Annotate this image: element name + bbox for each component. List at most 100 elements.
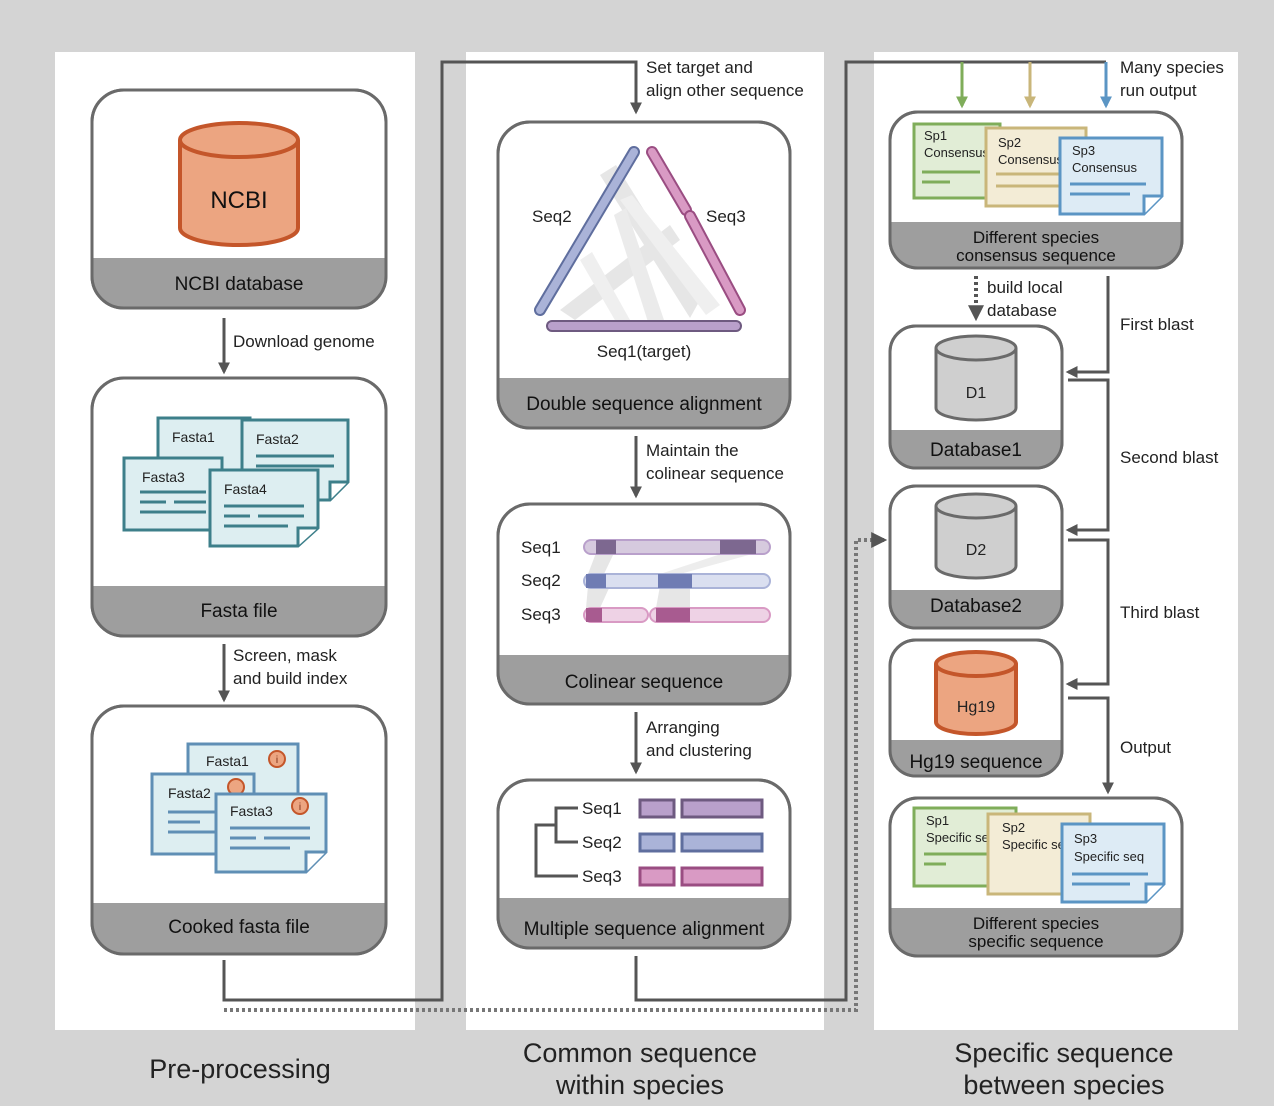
fasta-file-title: Fasta file (200, 601, 277, 622)
colinear-seq1-label: Seq1 (521, 538, 561, 557)
msa-seq1-block-b (680, 798, 764, 819)
double-alignment-title: Double sequence alignment (526, 394, 762, 415)
sp2-consensus-label: Consensus (998, 152, 1064, 167)
connector-middle-to-right (634, 60, 1106, 1002)
second-blast-label: Second blast (1120, 448, 1219, 467)
column-title-specific-1: Specific sequence (954, 1038, 1173, 1068)
msa-box: Multiple sequence alignment Seq1 Seq2 Se… (496, 778, 792, 950)
d2-database-icon: D2 (934, 492, 1018, 580)
column-title-common-1: Common sequence (523, 1038, 757, 1068)
step-screen-1: Screen, mask (233, 646, 337, 665)
colinear-seq3-label: Seq3 (521, 605, 561, 624)
triangle-seq1-label: Seq1(target) (597, 342, 692, 361)
fasta3-document-icon: Fasta3 (122, 456, 224, 532)
connector-first-blast (1065, 276, 1110, 378)
connector-output (1068, 696, 1114, 795)
msa-seq1-label: Seq1 (582, 799, 622, 818)
triangle-seq3-fill-a (648, 148, 690, 214)
colinear-box: Colinear sequence Seq1 Seq2 Seq3 (496, 502, 792, 706)
ncbi-database-box: NCBI database NCBI (90, 88, 388, 310)
output-label: Output (1120, 738, 1171, 757)
colinear-seq3-block (586, 608, 602, 622)
step-set-target-2: align other sequence (646, 81, 804, 100)
ncbi-database-title: NCBI database (175, 274, 304, 295)
specific-box: Different species specific sequence Sp1 … (888, 796, 1184, 958)
database1-title: Database1 (930, 440, 1022, 461)
fasta1-label: Fasta1 (172, 429, 215, 445)
step-maintain-1: Maintain the (646, 441, 739, 460)
step-maintain-2: colinear sequence (646, 464, 784, 483)
colinear-seq2-block (586, 574, 606, 588)
triangle-seq2-fill (536, 148, 638, 314)
sp1-consensus-name: Sp1 (924, 128, 947, 143)
msa-tree-root (534, 823, 578, 878)
consensus-box: Different species consensus sequence Sp1… (888, 110, 1184, 270)
first-blast-label: First blast (1120, 315, 1194, 334)
triangle-seq3-label: Seq3 (706, 207, 746, 226)
database2-title: Database2 (930, 596, 1022, 617)
alignment-bands (560, 165, 720, 322)
colinear-seq2-block (658, 574, 692, 588)
step-arranging-2: and clustering (646, 741, 752, 760)
column-title-specific-2: between species (963, 1070, 1164, 1100)
connector-left-to-middle (222, 60, 642, 1002)
d2-label: D2 (966, 542, 987, 559)
fasta2-label: Fasta2 (256, 431, 299, 447)
consensus-title-2: consensus sequence (956, 246, 1116, 265)
note-build-db-2: database (987, 301, 1057, 320)
ncbi-database-icon: NCBI (178, 121, 300, 247)
colinear-seq1-block (596, 540, 616, 554)
fasta3-label: Fasta3 (142, 469, 185, 485)
double-alignment-box: Double sequence alignment Seq2 Seq3 Seq1… (496, 120, 792, 430)
sp1-specific-label: Specific seq (926, 830, 996, 845)
colinear-links (586, 553, 756, 608)
cooked-fasta3-label: Fasta3 (230, 803, 273, 819)
note-many-species-1: Many species (1120, 58, 1224, 77)
sp2-consensus-name: Sp2 (998, 135, 1021, 150)
info-icon (291, 797, 309, 815)
colinear-seq2-label: Seq2 (521, 571, 561, 590)
sp2-specific-name: Sp2 (1002, 820, 1025, 835)
database2-box: Database2 D2 (888, 484, 1064, 630)
d1-label: D1 (966, 385, 987, 402)
msa-seq3-label: Seq3 (582, 867, 622, 886)
colinear-seq3-block (656, 608, 690, 622)
cooked-fasta3-icon: Fasta3 i (214, 792, 328, 874)
hg19-box: Hg19 sequence Hg19 (888, 638, 1064, 778)
step-screen-2: and build index (233, 669, 348, 688)
step-download-genome: Download genome (233, 332, 375, 351)
info-icon (268, 750, 286, 768)
cooked-fasta-box: Cooked fasta file Fasta1 i Fasta2 Fasta3… (90, 704, 388, 956)
d1-database-icon: D1 (934, 334, 1018, 422)
sp1-specific-name: Sp1 (926, 813, 949, 828)
ncbi-db-label: NCBI (210, 187, 267, 214)
msa-seq2-label: Seq2 (582, 833, 622, 852)
msa-seq3-block-b (680, 866, 764, 887)
cooked-fasta-title: Cooked fasta file (168, 917, 310, 938)
colinear-seq1-block (720, 540, 756, 554)
specific-title-1: Different species (973, 914, 1099, 933)
triangle-seq3-fill-b (686, 212, 744, 314)
sp3-consensus-name: Sp3 (1072, 143, 1095, 158)
cooked-fasta1-label: Fasta1 (206, 753, 249, 769)
note-build-db-1: build local (987, 278, 1063, 297)
column-title-preprocessing: Pre-processing (149, 1054, 331, 1084)
step-arranging-1: Arranging (646, 718, 720, 737)
note-many-species-2: run output (1120, 81, 1197, 100)
fasta4-document-icon: Fasta4 (208, 468, 320, 548)
triangle-seq2-label: Seq2 (532, 207, 572, 226)
msa-seq3-block-a (638, 866, 676, 887)
msa-seq2-block-b (680, 832, 764, 853)
step-set-target-1: Set target and (646, 58, 753, 77)
third-blast-label: Third blast (1120, 603, 1200, 622)
database1-box: Database1 D1 (888, 324, 1064, 470)
sp3-consensus-label: Consensus (1072, 160, 1138, 175)
hg19-title: Hg19 sequence (909, 752, 1042, 773)
cooked-fasta2-label: Fasta2 (168, 785, 211, 801)
msa-seq1-block-a (638, 798, 676, 819)
connector-second-blast (1065, 378, 1110, 536)
sp3-consensus-doc: Sp3 Consensus (1058, 136, 1164, 216)
info-glyph: i (276, 755, 278, 766)
msa-seq2-block-a (638, 832, 676, 853)
sp2-specific-label: Specific seq (1002, 837, 1072, 852)
